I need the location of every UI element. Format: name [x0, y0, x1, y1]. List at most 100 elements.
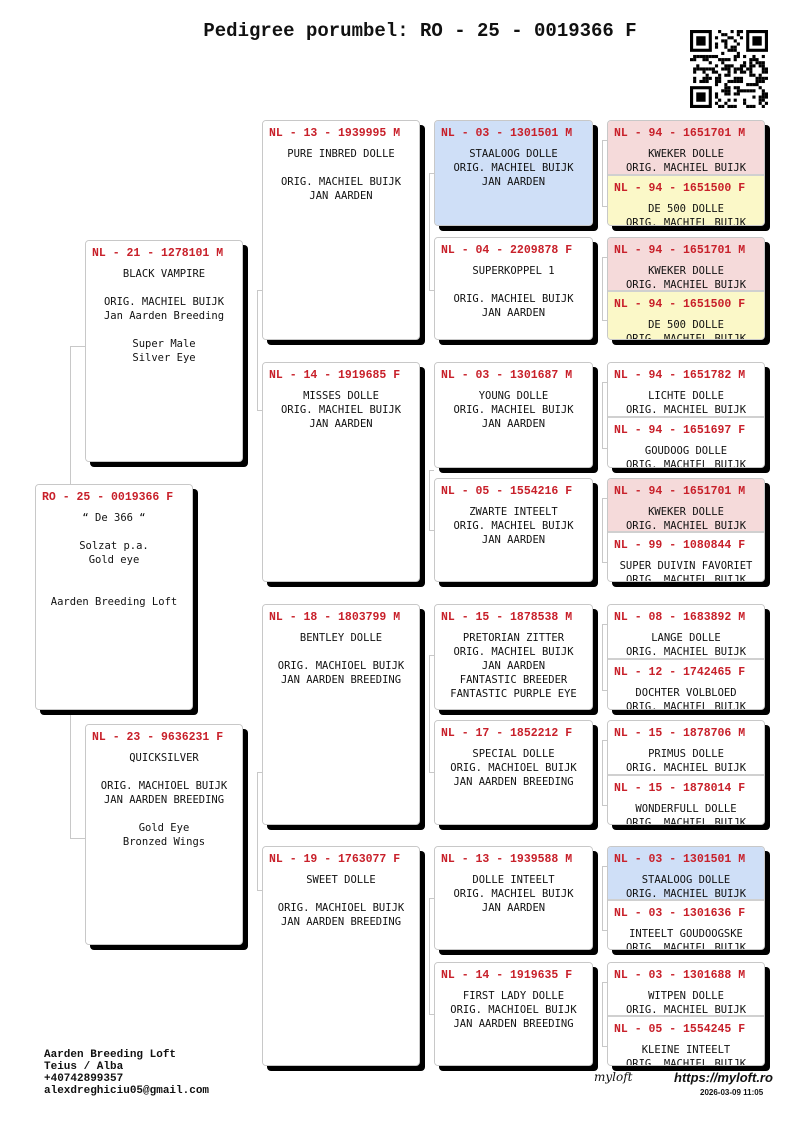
ring-number: NL - 15 - 1878014 F	[614, 781, 746, 795]
breeder-name: Aarden Breeding Loft	[44, 1049, 177, 1061]
pigeon-info-line: ORIG. MACHIOEL BUIJK	[450, 762, 577, 774]
pigeon-info-line: SPECIAL DOLLE	[472, 748, 555, 760]
page-title: Pedigree porumbel: RO - 25 - 0019366 F	[203, 20, 637, 42]
pigeon-info-line: LANGE DOLLE	[651, 632, 721, 644]
pigeon-info-line: ORIG. MACHIEL BUIJK	[625, 701, 747, 710]
pigeon-info-line: KLEINE INTEELT	[641, 1044, 731, 1056]
great-great-grandparents-card[interactable]: NL - 15 - 1878706 M PRIMUS DOLLE ORIG. MAC…	[607, 720, 765, 825]
pigeon-info-line: ORIG. MACHIEL BUIJK	[453, 404, 574, 416]
pigeon-info-line: PURE INBRED DOLLE	[287, 148, 395, 160]
pigeon-info-line: BENTLEY DOLLE	[299, 632, 383, 644]
connector-line	[602, 740, 607, 741]
connector-line	[602, 1046, 607, 1047]
subject-pigeon-card[interactable]: RO - 25 - 0019366 F“ De 366 “Solzat p.a.…	[35, 484, 193, 710]
ring-number: NL - 03 - 1301687 M	[441, 369, 573, 382]
pigeon-info-line: ORIG. MACHIEL BUIJK	[453, 520, 574, 532]
ring-number: NL - 13 - 1939995 M	[269, 127, 401, 140]
pigeon-info-line: ORIG. MACHIEL BUIJK	[625, 162, 747, 174]
connector-line	[429, 173, 430, 290]
pigeon-info-line: PRIMUS DOLLE	[648, 748, 724, 760]
pigeon-info-line: DE 500 DOLLE	[648, 318, 724, 331]
pigeon-info-line: ZWARTE INTEELT	[469, 506, 558, 518]
ring-number: NL - 94 - 1651701 M	[614, 485, 746, 498]
connector-line	[429, 530, 434, 531]
myloft-logo: myloft	[594, 1070, 633, 1084]
ring-number: NL - 18 - 1803799 M	[269, 611, 401, 624]
pigeon-info-line: SWEET DOLLE	[306, 874, 376, 886]
pigeon-info-line	[90, 281, 238, 295]
pigeon-info-line: JAN AARDEN	[481, 418, 546, 430]
connector-line	[429, 1014, 434, 1015]
connector-line	[602, 690, 607, 691]
pigeon-info-line	[267, 645, 415, 659]
ring-number: NL - 03 - 1301501 M	[441, 127, 573, 140]
pigeon-info-line: ORIG. MACHIEL BUIJK	[453, 293, 574, 305]
great-grandparent-card[interactable]: NL - 05 - 1554216 F ZWARTE INTEELT ORIG. M…	[434, 478, 593, 582]
pigeon-info-line: ORIG. MACHIEL BUIJK	[625, 816, 747, 825]
pigeon-info-line: JAN AARDEN	[481, 307, 546, 319]
breeder-location: Teius / Alba	[44, 1061, 124, 1073]
ring-number: NL - 03 - 1301636 F	[614, 907, 746, 920]
pigeon-info-line: JAN AARDEN	[481, 660, 546, 672]
footer-brand: myloft https://myloft.ro 2026-03-09 11:0…	[592, 1068, 773, 1100]
connector-line	[429, 655, 430, 772]
pigeon-info-line	[439, 278, 588, 292]
connector-line	[602, 382, 607, 383]
pigeon-info-line: PRETORIAN ZITTER	[462, 632, 565, 644]
pigeon-info-line: DOLLE INTEELT	[472, 874, 555, 886]
ring-number: NL - 05 - 1554216 F	[441, 485, 573, 498]
pigeon-info-line: ORIG. MACHIEL BUIJK	[103, 296, 225, 308]
pigeon-info-line: JAN AARDEN	[481, 902, 546, 914]
connector-line	[429, 290, 434, 291]
connector-line	[602, 930, 607, 931]
ring-number: NL - 94 - 1651782 M	[614, 369, 746, 382]
connector-line	[429, 898, 430, 1014]
pigeon-info-line: JAN AARDEN BREEDING	[280, 916, 402, 928]
pigeon-info-line: ORIG. MACHIEL BUIJK	[625, 646, 747, 658]
pigeon-info-line	[40, 525, 188, 539]
connector-line	[602, 624, 607, 625]
pigeon-info-line: Gold eye	[88, 554, 140, 566]
ring-number: NL - 94 - 1651500 F	[614, 297, 746, 311]
website-link[interactable]: https://myloft.ro	[674, 1070, 773, 1085]
pigeon-info-line	[267, 887, 415, 901]
ring-number: NL - 15 - 1878706 M	[614, 727, 746, 740]
connector-line	[429, 898, 434, 899]
pigeon-info-line: ORIG. MACHIEL BUIJK	[453, 888, 574, 900]
connector-line	[602, 982, 607, 983]
connector-line	[602, 206, 607, 207]
pigeon-entry: NL - 05 - 1554216 F ZWARTE INTEELT ORIG. M…	[435, 479, 592, 581]
print-date: 2026-03-09 11:05	[700, 1088, 764, 1097]
pigeon-info-line	[90, 323, 238, 337]
breeder-phone: +40742899357	[44, 1073, 124, 1085]
